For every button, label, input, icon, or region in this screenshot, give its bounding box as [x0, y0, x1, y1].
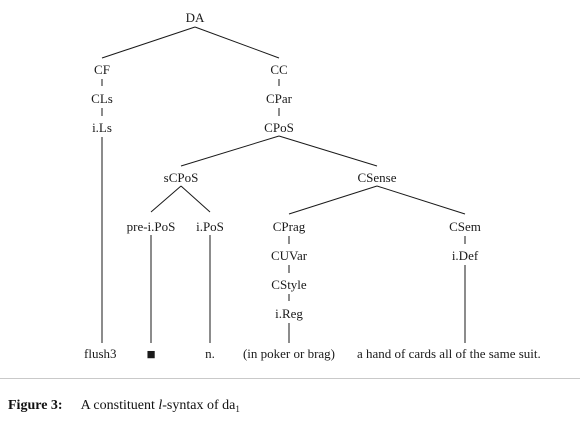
node-csem: CSem — [449, 219, 481, 234]
node-idef: i.Def — [452, 248, 479, 263]
caption-text-after: -syntax of da — [162, 398, 236, 413]
node-da: DA — [186, 10, 205, 25]
caption-divider — [0, 378, 580, 379]
node-scpos: sCPoS — [164, 170, 199, 185]
leaf-n: n. — [205, 346, 215, 361]
leaf-square: ■ — [146, 347, 155, 363]
node-csense: CSense — [358, 170, 397, 185]
edge-scpos-ipos — [180, 185, 211, 213]
edge-da-cf — [101, 26, 196, 59]
edge-cpos-scpos — [180, 135, 280, 167]
node-ireg: i.Reg — [275, 306, 303, 321]
node-cstyle: CStyle — [271, 277, 307, 292]
edge-da-cc — [194, 26, 280, 59]
leaf-cards: a hand of cards all of the same suit. — [357, 346, 541, 361]
caption-text-before: A constituent — [80, 398, 159, 413]
node-cf: CF — [94, 62, 110, 77]
leaf-flush: flush3 — [84, 346, 117, 361]
node-cls: CLs — [91, 91, 113, 106]
node-cprag: CPrag — [273, 219, 306, 234]
node-ipos: i.PoS — [196, 219, 224, 234]
edge-csense-csem — [376, 185, 466, 215]
node-cuvar: CUVar — [271, 248, 308, 263]
caption-label: Figure 3: — [8, 398, 63, 413]
node-ils: i.Ls — [92, 120, 112, 135]
tree-leaves: flush3 ■ n. (in poker or brag) a hand of… — [84, 346, 541, 363]
edge-scpos-prei — [150, 185, 182, 213]
node-cc: CC — [270, 62, 287, 77]
tree-edges — [101, 26, 466, 343]
leaf-poker: (in poker or brag) — [243, 346, 335, 361]
edge-cpos-csense — [278, 135, 378, 167]
caption-subscript: 1 — [235, 404, 240, 414]
node-cpar: CPar — [266, 91, 293, 106]
node-pre-ipos: pre-i.PoS — [127, 219, 176, 234]
node-cpos: CPoS — [264, 120, 294, 135]
tree-nodes: DA CF CLs i.Ls CC CPar CPoS sCPoS CSense… — [91, 10, 481, 321]
figure-caption: Figure 3: A constituent l-syntax of da1 — [8, 398, 240, 414]
caption-italic-l: l — [158, 398, 163, 413]
edge-csense-cprag — [288, 185, 378, 215]
